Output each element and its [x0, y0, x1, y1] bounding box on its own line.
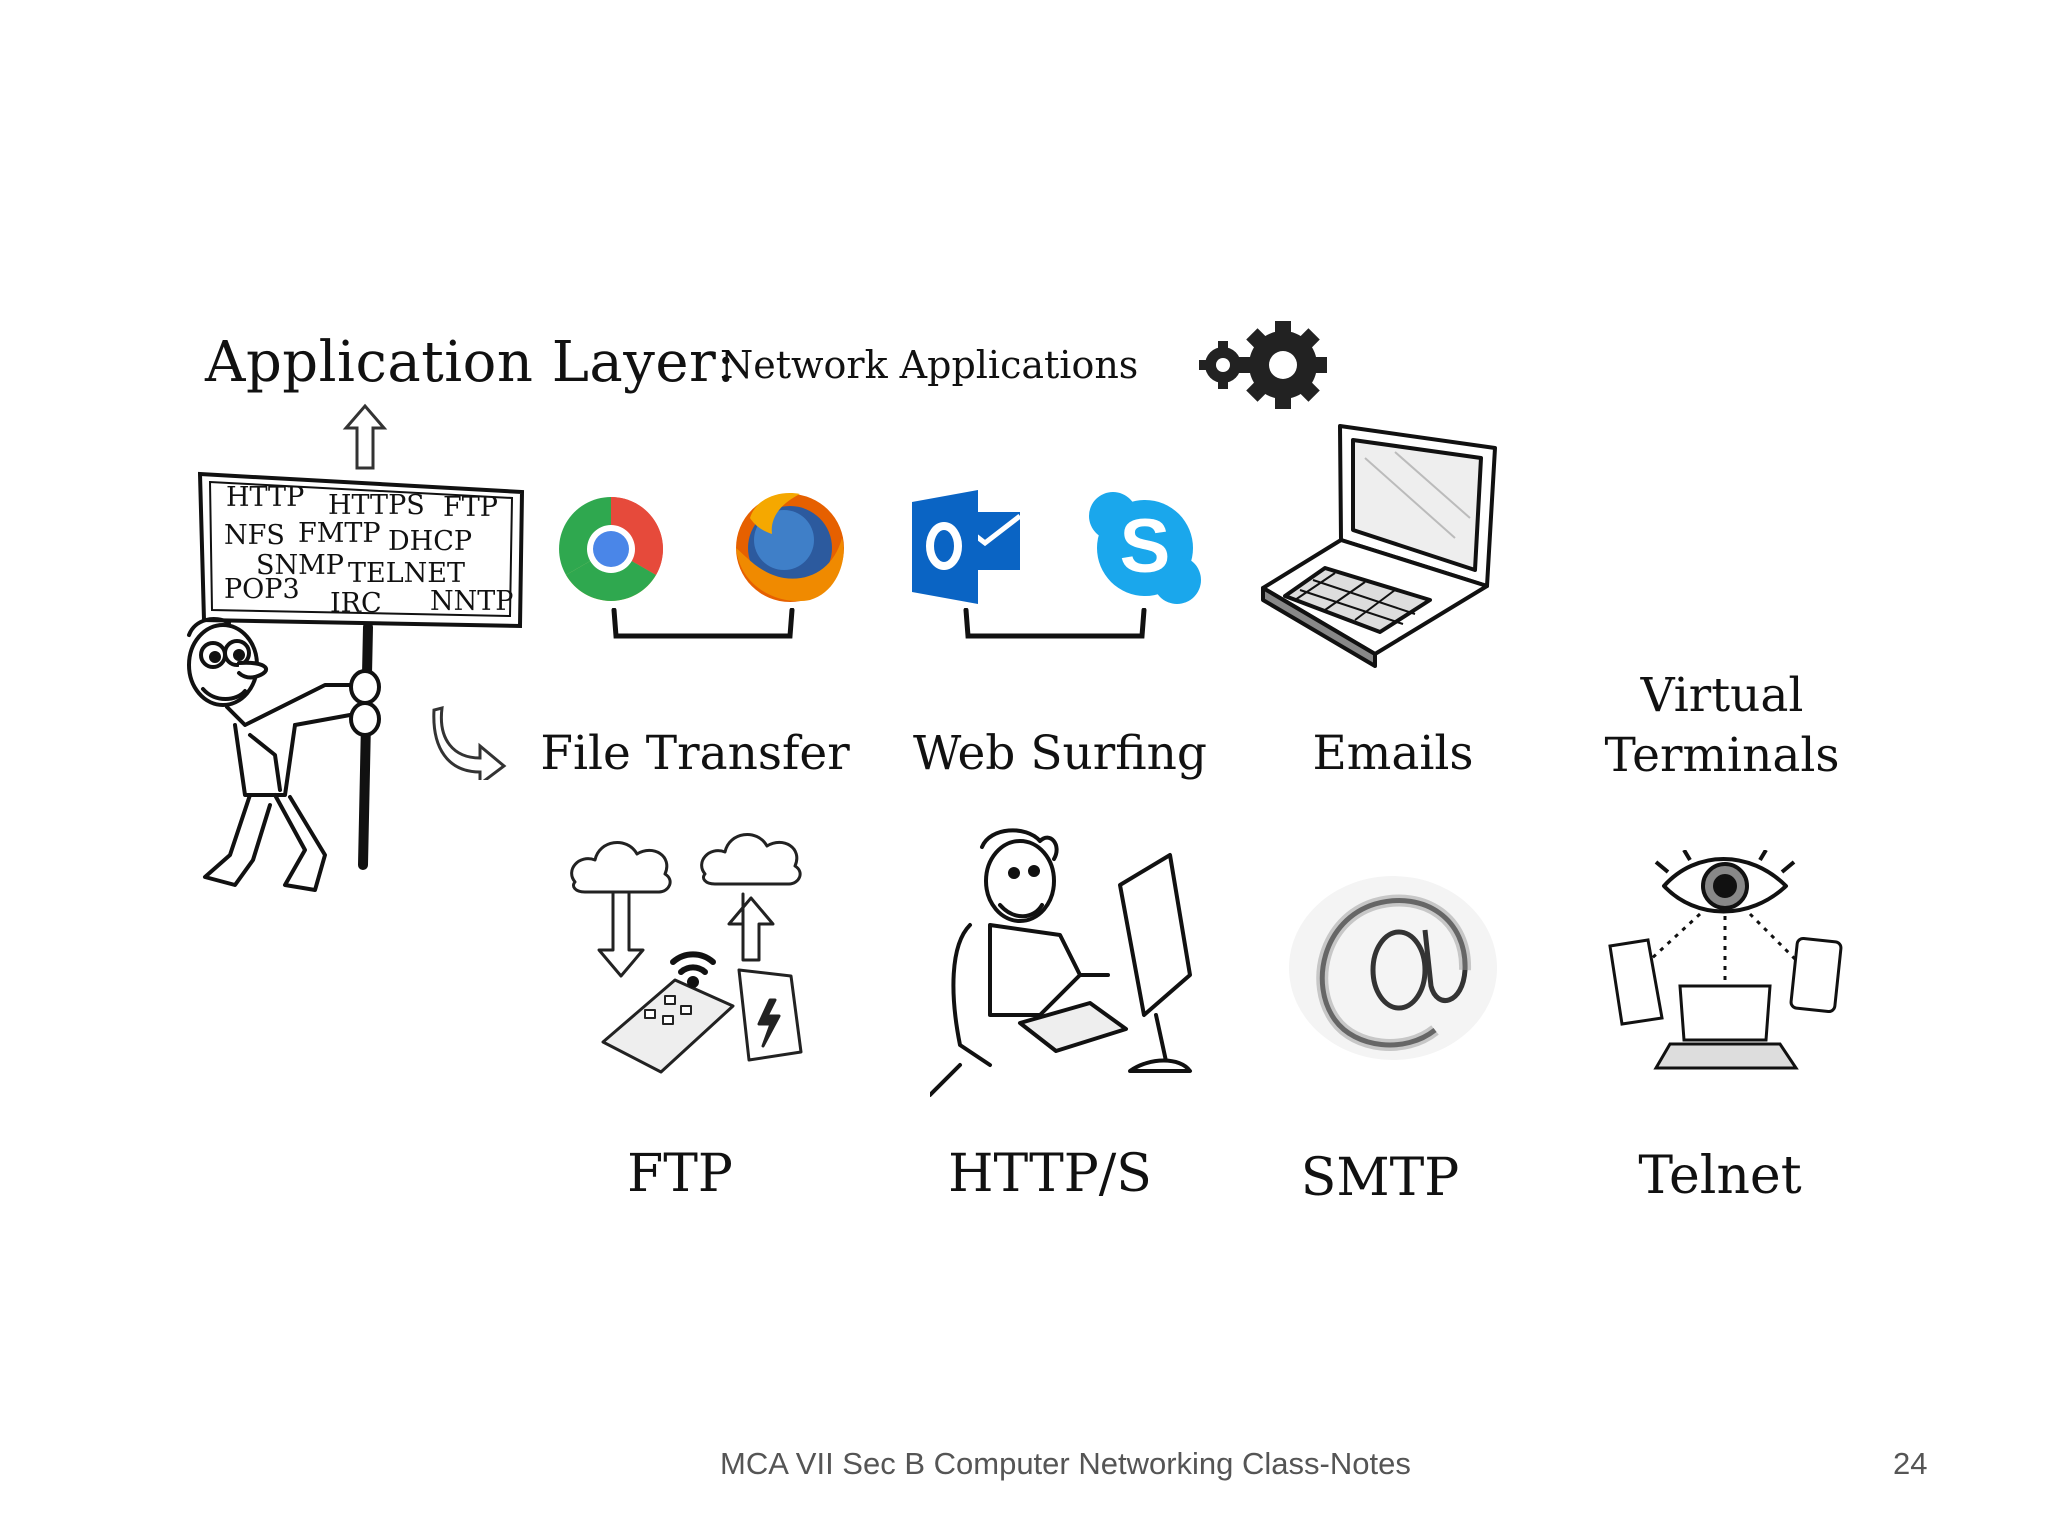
bracket: [963, 608, 1147, 639]
svg-text:S: S: [1120, 504, 1171, 589]
curved-arrow-icon: [432, 706, 507, 780]
protocol-sign: HTTP HTTPS FTP NFS FMTP DHCP SNMP TELNET…: [198, 470, 525, 629]
sign-holder-figure: [187, 617, 381, 892]
eye-devices-icon: [1608, 850, 1843, 1070]
up-arrow-icon: [342, 403, 388, 470]
category-label-line: Virtual: [1640, 668, 1804, 723]
protocol-label: FTP: [627, 1144, 733, 1204]
category-label: Virtual Terminals: [1522, 666, 1922, 786]
protocol-label: Telnet: [1638, 1146, 1802, 1206]
protocol-label: SMTP: [1300, 1148, 1460, 1208]
bracket: [611, 608, 795, 639]
protocol-label: HTTP/S: [948, 1144, 1152, 1204]
slide-footer: MCA VII Sec B Computer Networking Class-…: [720, 1446, 1411, 1481]
slide-subtitle: Network Applications: [720, 343, 1139, 387]
category-label: File Transfer: [540, 726, 850, 781]
category-label: Web Surfing: [913, 726, 1207, 781]
sign-protocol: FTP: [443, 492, 498, 523]
sign-protocol: HTTP: [226, 482, 305, 513]
sign-protocol: NNTP: [430, 586, 514, 617]
category-label: Emails: [1312, 726, 1474, 781]
sign-protocol: IRC: [330, 588, 382, 619]
at-sign-icon: [1289, 876, 1497, 1060]
skype-icon: S: [1089, 492, 1201, 604]
gear-icon: [1199, 321, 1327, 409]
sign-protocol: DHCP: [388, 526, 473, 557]
sign-protocol: NFS: [224, 520, 285, 551]
firefox-icon: [736, 493, 844, 602]
cloud-transfer-icon: [570, 833, 803, 1074]
sign-protocol: SNMP: [256, 550, 344, 581]
slide-title: Application Layer:: [205, 330, 736, 395]
sign-protocol: TELNET: [348, 558, 465, 589]
sign-protocol: HTTPS: [328, 490, 425, 521]
page-number: 24: [1893, 1446, 1928, 1481]
web-surfer-icon: [930, 828, 1192, 1097]
category-label-line: Terminals: [1604, 728, 1840, 783]
outlook-icon: [912, 490, 1022, 604]
sign-protocol: FMTP: [298, 518, 381, 549]
chrome-icon: [559, 497, 663, 601]
laptop-icon: [1261, 424, 1497, 668]
sign-protocol: POP3: [224, 574, 300, 605]
